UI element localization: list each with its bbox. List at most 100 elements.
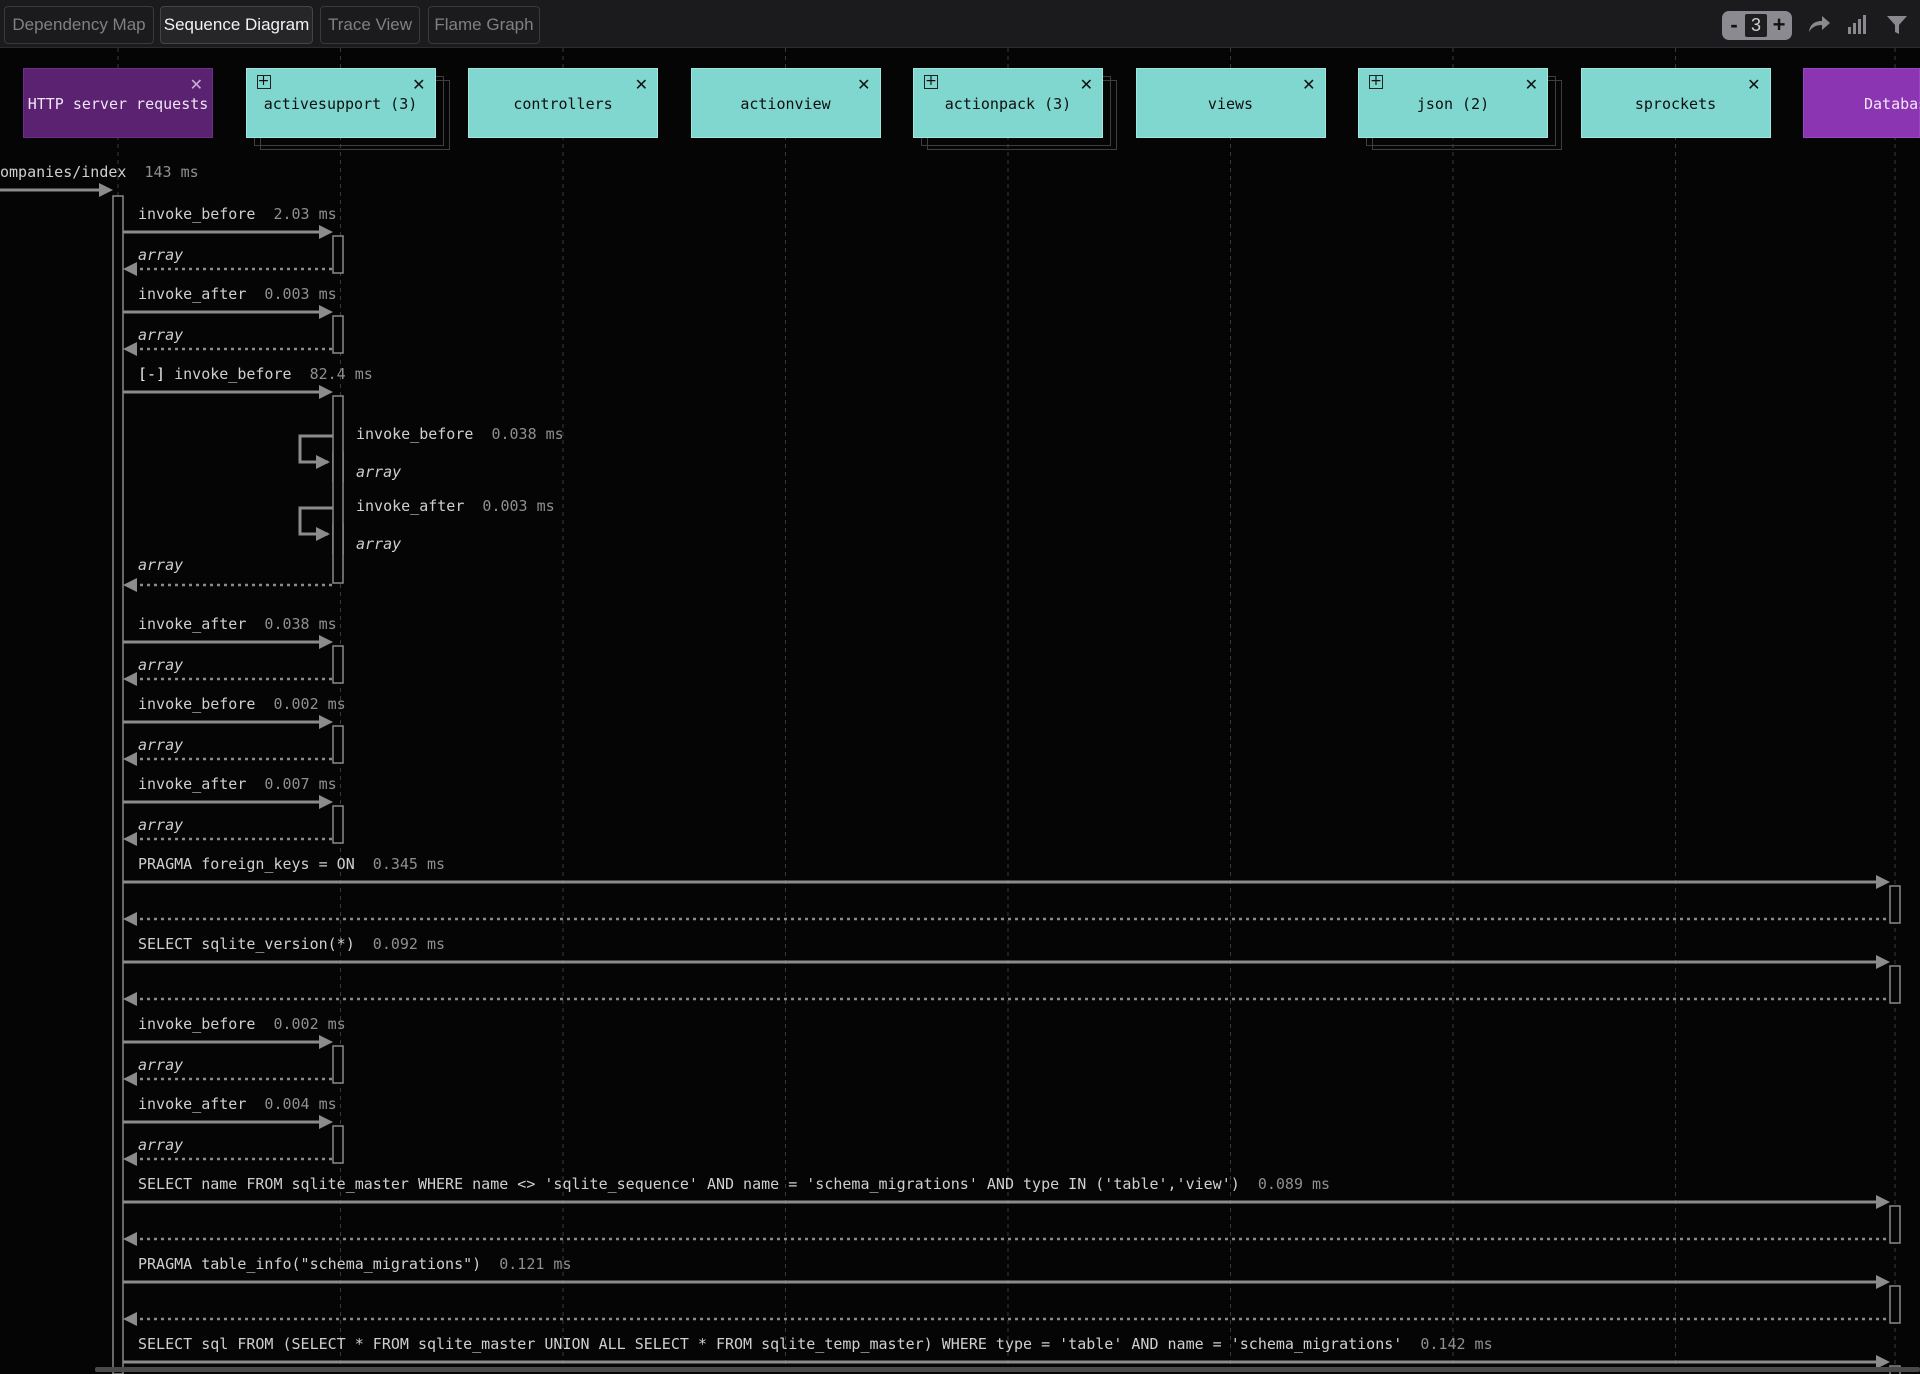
message-label[interactable]: invoke_after 0.038 ms [138,614,337,634]
message-name: invoke_before [356,425,474,443]
message-duration: 0.142 ms [1402,1335,1493,1353]
arrow-head [123,832,137,846]
message-label[interactable]: invoke_after 0.007 ms [138,774,337,794]
arrow-head [1876,1195,1890,1209]
package-header[interactable]: actionpack (3) ✕ + [913,68,1103,138]
tab-trace-view[interactable]: Trace View [320,6,420,44]
close-icon[interactable]: ✕ [857,75,871,94]
message-label[interactable]: SELECT sqlite_version(*) 0.092 ms [138,934,445,954]
package-header[interactable]: actionview ✕ [690,68,881,138]
arrow-head [319,305,333,319]
message-name: SELECT sqlite_version(*) [138,935,355,953]
expand-icon[interactable]: + [1369,73,1383,89]
package-header[interactable]: sprockets ✕ [1580,68,1771,138]
activation-box [332,1045,344,1084]
message-label[interactable]: ompanies/index 143 ms [0,162,199,182]
arrow-head [316,527,330,541]
horizontal-scrollbar[interactable] [95,1367,1920,1372]
arrow-head [319,635,333,649]
return-label: array [138,1055,183,1075]
tab-sequence-diagram[interactable]: Sequence Diagram [160,6,313,44]
return-label: array [138,815,183,835]
collapse-toggle[interactable]: [-] [138,365,175,383]
package-name: actionpack (3) [944,95,1072,113]
message-duration: 82.4 ms [291,365,373,383]
message-label[interactable]: invoke_after 0.003 ms [138,284,337,304]
return-label: array [138,555,183,575]
return-type: array [138,556,184,574]
package-header[interactable]: json (2)✕+ [1358,68,1548,138]
message-label[interactable]: PRAGMA table_info("schema_migrations") 0… [138,1254,571,1274]
activation-box [112,195,124,1374]
package-header[interactable]: HTTP server requests✕ [23,68,213,138]
message-label[interactable]: invoke_before 0.002 ms [138,694,346,714]
package-header[interactable]: Databas [1803,68,1920,138]
activation-box [1889,885,1901,924]
message-label[interactable]: invoke_before 2.03 ms [138,204,337,224]
return-label: array [356,534,401,554]
message-label[interactable]: invoke_before 0.002 ms [138,1014,346,1034]
message-name: invoke_after [356,497,465,515]
arrow-head [123,1312,137,1326]
arrow-head [1876,1355,1890,1369]
message-duration: 0.004 ms [246,1095,337,1113]
message-name: invoke_before [138,205,256,223]
tab-flame-graph[interactable]: Flame Graph [428,6,540,44]
package-header[interactable]: controllers✕ [468,68,658,138]
message-label[interactable]: SELECT name FROM sqlite_master WHERE nam… [138,1174,1330,1194]
return-type: array [356,463,402,481]
tab-dependency-map[interactable]: Dependency Map [4,6,154,44]
arrow-head [1876,875,1890,889]
arrow-head [1876,1275,1890,1289]
message-label[interactable]: SELECT sql FROM (SELECT * FROM sqlite_ma… [138,1334,1493,1354]
message-duration: 0.345 ms [354,855,446,873]
return-label: array [356,462,401,482]
arrow-head [123,262,137,276]
message-label[interactable]: PRAGMA foreign_keys = ON 0.345 ms [138,854,445,874]
zoom-in-button[interactable]: + [1772,12,1786,37]
package-name: actionview [740,95,831,113]
close-icon[interactable]: ✕ [634,75,648,94]
message-label[interactable]: invoke_after 0.004 ms [138,1094,337,1114]
package-name: HTTP server requests [27,95,209,113]
message-name: SELECT name FROM sqlite_master WHERE nam… [138,1175,1240,1193]
package-name: sprockets [1634,95,1717,113]
return-label: array [138,1135,183,1155]
message-label[interactable]: [-] invoke_before 82.4 ms [138,364,373,384]
message-label[interactable]: invoke_before 0.038 ms [356,424,564,444]
message-name: PRAGMA table_info("schema_migrations") [138,1255,482,1273]
close-icon[interactable]: ✕ [412,75,426,94]
expand-icon[interactable]: + [924,73,938,89]
close-icon[interactable]: ✕ [1747,75,1761,94]
return-type: array [138,1136,184,1154]
close-icon[interactable]: ✕ [1524,75,1538,94]
arrow-head [319,715,333,729]
message-label[interactable]: invoke_after 0.003 ms [356,496,555,516]
package-name: activesupport (3) [263,95,418,113]
activation-box [332,725,344,764]
bar-chart-icon[interactable] [1844,12,1870,38]
message-duration: 0.038 ms [246,615,337,633]
zoom-out-button[interactable]: - [1730,12,1738,37]
close-icon[interactable]: ✕ [1302,75,1316,94]
close-icon[interactable]: ✕ [189,75,203,94]
share-icon[interactable] [1806,12,1832,38]
arrow-head [319,385,333,399]
close-icon[interactable]: ✕ [1079,75,1093,94]
message-duration: 0.092 ms [354,935,446,953]
package-header[interactable]: views✕ [1135,68,1326,138]
expand-icon[interactable]: + [256,73,271,89]
message-duration: 0.002 ms [255,1015,346,1033]
arrow-head [123,1072,137,1086]
arrow-head [319,795,333,809]
return-type: array [138,816,184,834]
arrow-head [123,912,137,926]
filter-icon[interactable] [1884,12,1910,38]
activation-box [332,235,344,274]
arrow-head [319,1035,333,1049]
message-duration: 0.002 ms [255,695,346,713]
arrow-head [123,342,137,356]
zoom-level: 3 [1745,14,1767,37]
package-header[interactable]: activesupport (3)✕ + [245,68,436,138]
message-name: invoke_after [138,775,247,793]
